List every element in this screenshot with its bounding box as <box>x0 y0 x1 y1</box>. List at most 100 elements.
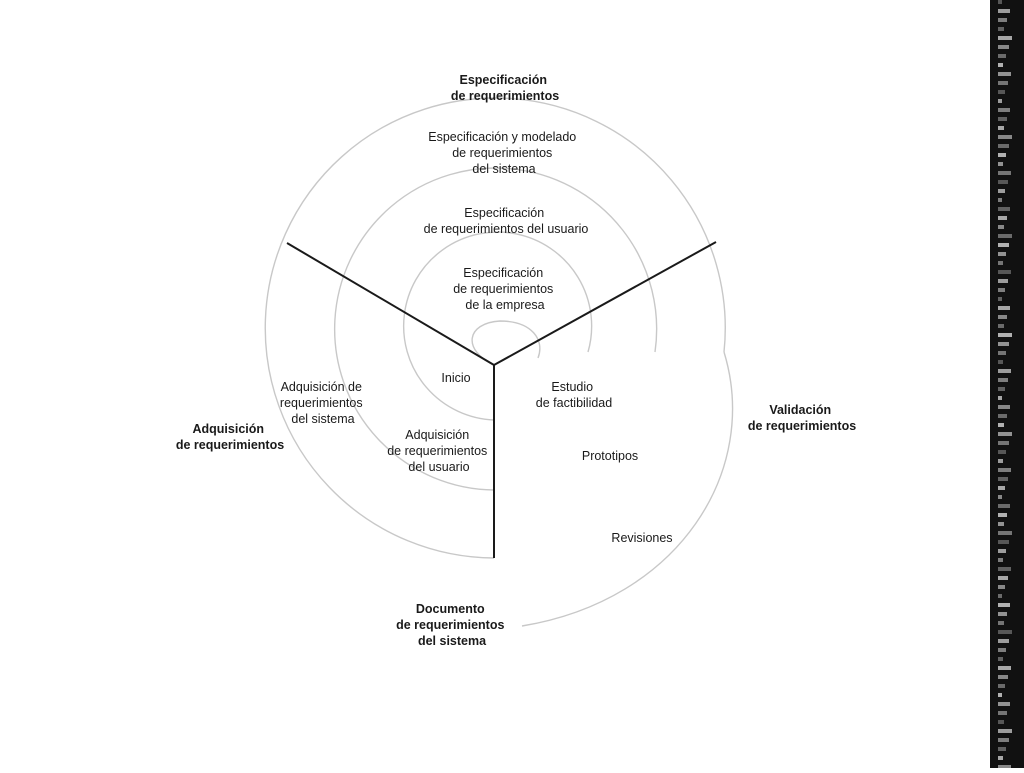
edge-texture-strip <box>998 486 1005 490</box>
edge-texture-strip <box>998 225 1004 229</box>
edge-texture-strip <box>998 711 1007 715</box>
spoke-left <box>286 242 495 366</box>
edge-texture-strip <box>998 522 1004 526</box>
edge-texture-strip <box>998 747 1006 751</box>
edge-texture-strip <box>998 252 1006 256</box>
film-edge-pattern <box>990 0 1024 768</box>
activity-spec-business: Especificación de requerimientos de la e… <box>453 266 557 312</box>
edge-texture-strip <box>998 63 1003 67</box>
edge-texture-strip <box>998 684 1005 688</box>
edge-texture-strip <box>998 468 1011 472</box>
edge-texture-strip <box>998 180 1008 184</box>
edge-texture-strip <box>998 279 1008 283</box>
requirements-spiral-diagram: Especificación de requerimientos Validac… <box>176 73 856 648</box>
edge-texture-strip <box>998 495 1002 499</box>
edge-texture-strip <box>998 594 1002 598</box>
edge-texture-strip <box>998 108 1010 112</box>
edge-texture-strip <box>998 558 1003 562</box>
edge-texture-strip <box>998 648 1006 652</box>
edge-texture-strip <box>998 189 1005 193</box>
edge-texture-strip <box>998 720 1004 724</box>
edge-texture-strip <box>998 504 1010 508</box>
activity-acq-user: Adquisición de requerimientos del usuari… <box>387 428 491 474</box>
activity-spec-system: Especificación y modelado de requerimien… <box>428 130 579 176</box>
activity-prototypes: Prototipos <box>582 449 638 463</box>
edge-texture-strip <box>998 288 1005 292</box>
edge-texture-strip <box>998 432 1012 436</box>
edge-texture-strip <box>998 18 1007 22</box>
spiral-ring-1 <box>402 231 593 421</box>
edge-texture-strip <box>998 216 1007 220</box>
edge-texture-strip <box>998 540 1009 544</box>
edge-texture-strip <box>998 297 1002 301</box>
edge-texture-strip <box>998 306 1010 310</box>
edge-texture-strip <box>998 513 1007 517</box>
edge-texture-strip <box>998 378 1008 382</box>
edge-texture-strip <box>998 657 1003 661</box>
activity-acq-system: Adquisición de requerimientos del sistem… <box>280 380 366 426</box>
edge-texture-strip <box>998 324 1004 328</box>
edge-texture-strip <box>998 360 1003 364</box>
slide: Especificación de requerimientos Validac… <box>175 73 857 648</box>
edge-texture-strip <box>998 342 1009 346</box>
edge-texture-strip <box>998 27 1004 31</box>
edge-texture-strip <box>998 90 1005 94</box>
edge-texture-strip <box>998 612 1007 616</box>
edge-texture-strip <box>998 315 1007 319</box>
edge-texture-strip <box>998 81 1008 85</box>
edge-texture-strip <box>998 441 1009 445</box>
edge-texture-strip <box>998 585 1005 589</box>
spiral-outer-tail <box>521 351 734 627</box>
edge-texture-strip <box>998 99 1002 103</box>
edge-texture-strip <box>998 270 1011 274</box>
decorative-film-edge <box>990 0 1024 768</box>
activity-spec-user: Especificación de requerimientos del usu… <box>424 206 589 236</box>
activity-feasibility: Estudio de factibilidad <box>536 380 612 410</box>
phase-spokes <box>286 241 717 558</box>
edge-texture-strip <box>998 261 1003 265</box>
edge-texture-strip <box>998 351 1006 355</box>
edge-texture-strip <box>998 666 1011 670</box>
edge-texture-strip <box>998 423 1004 427</box>
edge-texture-strip <box>998 576 1008 580</box>
edge-texture-strip <box>998 756 1003 760</box>
phase-label-document: Documento de requerimientos del sistema <box>396 602 508 648</box>
activity-reviews: Revisiones <box>611 531 672 545</box>
edge-texture-strip <box>998 9 1010 13</box>
edge-texture-strip <box>998 72 1011 76</box>
edge-texture-strip <box>998 54 1006 58</box>
edge-texture-strip <box>998 243 1009 247</box>
edge-texture-strip <box>998 153 1006 157</box>
edge-texture-strip <box>998 603 1010 607</box>
edge-texture-strip <box>998 765 1011 768</box>
edge-texture-strip <box>998 198 1002 202</box>
edge-texture-strip <box>998 729 1012 733</box>
activity-start: Inicio <box>441 371 470 385</box>
edge-texture-strip <box>998 567 1011 571</box>
phase-label-validation: Validación de requerimientos <box>748 403 856 433</box>
edge-texture-strip <box>998 738 1009 742</box>
edge-texture-strip <box>998 621 1004 625</box>
spiral-rings <box>264 97 734 627</box>
edge-texture-strip <box>998 702 1010 706</box>
edge-texture-strip <box>998 117 1007 121</box>
edge-texture-strip <box>998 45 1009 49</box>
edge-texture-strip <box>998 234 1012 238</box>
edge-texture-strip <box>998 450 1006 454</box>
edge-texture-strip <box>998 162 1003 166</box>
edge-texture-strip <box>998 36 1012 40</box>
edge-texture-strip <box>998 126 1004 130</box>
edge-texture-strip <box>998 135 1012 139</box>
edge-texture-strip <box>998 387 1005 391</box>
edge-texture-strip <box>998 396 1002 400</box>
edge-texture-strip <box>998 414 1007 418</box>
edge-texture-strip <box>998 459 1003 463</box>
edge-texture-strip <box>998 207 1010 211</box>
edge-texture-strip <box>998 333 1012 337</box>
spiral-ring-3 <box>264 97 726 559</box>
phase-label-specification: Especificación de requerimientos <box>451 73 559 103</box>
edge-texture-strip <box>998 531 1012 535</box>
spoke-right <box>493 241 717 366</box>
spiral-ring-2 <box>333 167 658 491</box>
edge-texture-strip <box>998 405 1010 409</box>
